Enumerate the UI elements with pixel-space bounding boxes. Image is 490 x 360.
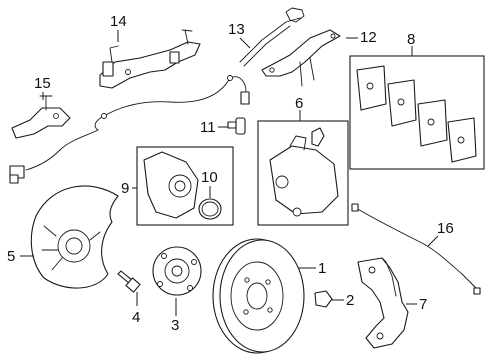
callout-2: 2 (346, 292, 354, 309)
part-6-caliper (257, 120, 349, 226)
leader-lines (20, 30, 439, 316)
callout-1: 1 (318, 260, 326, 277)
callout-12: 12 (360, 29, 377, 46)
callout-numbers: 14 13 12 8 15 6 11 9 10 5 4 3 1 2 7 16 (7, 13, 454, 334)
part-1-brake-rotor (212, 238, 305, 354)
part-8-brake-pads (349, 55, 485, 170)
part-16-brake-line (351, 203, 481, 295)
callout-13: 13 (228, 21, 245, 38)
callout-16: 16 (437, 220, 454, 237)
part-3-wheel-hub (152, 246, 202, 296)
callout-5: 5 (7, 248, 15, 265)
part-2-plug (314, 290, 333, 308)
callout-15: 15 (34, 75, 51, 92)
callout-14: 14 (110, 13, 127, 30)
callout-9: 9 (121, 180, 129, 197)
part-7-caliper-bracket (357, 257, 409, 349)
wheel-speed-sensor-harness (9, 75, 250, 184)
part-9-10-actuator-seal (136, 146, 234, 226)
callout-4: 4 (132, 309, 140, 326)
part-15-harness-bracket (11, 95, 71, 139)
callout-6: 6 (295, 95, 303, 112)
part-5-dust-shield (30, 185, 119, 289)
part-11-speed-sensor (227, 117, 246, 135)
part-12-13-harness-brackets (239, 7, 341, 87)
callout-8: 8 (407, 31, 415, 48)
part-4-bolt (117, 270, 141, 293)
callout-7: 7 (419, 296, 427, 313)
part-14-wire-bracket (99, 29, 201, 89)
callout-3: 3 (171, 317, 179, 334)
callout-10: 10 (201, 169, 218, 186)
callout-11: 11 (200, 119, 216, 136)
